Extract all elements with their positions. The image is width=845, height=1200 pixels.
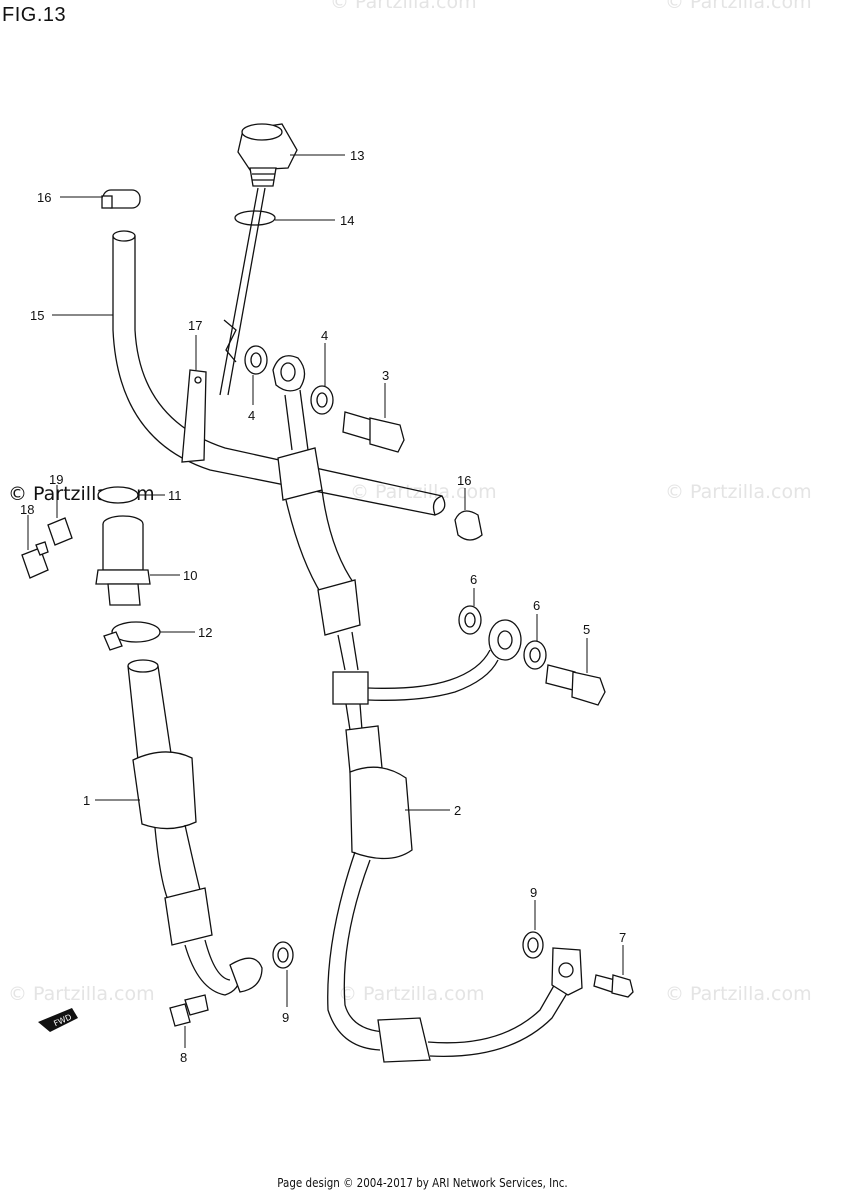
- callout-16-upper: 16: [37, 190, 51, 205]
- part-19-washer: [47, 517, 73, 546]
- callout-12: 12: [198, 625, 212, 640]
- part-16-clamp-lower: [454, 510, 483, 541]
- watermarks: © Partzilla.com © Partzilla.com © Partzi…: [8, 0, 812, 1005]
- part-8-bolt: [169, 994, 209, 1027]
- part-11-o-ring: [97, 486, 139, 504]
- fwd-arrow-icon: FWD: [38, 1008, 78, 1032]
- part-6-washer-left-hole: [464, 612, 476, 628]
- part-16-clamp-upper: [101, 189, 141, 209]
- part-10-union: [95, 515, 151, 606]
- callout-4-right: 4: [321, 328, 328, 343]
- watermark-bottom-right: © Partzilla.com: [665, 983, 812, 1005]
- part-7-bolt: [593, 974, 634, 998]
- callout-5: 5: [583, 622, 590, 637]
- callout-8: 8: [180, 1050, 187, 1065]
- callout-3: 3: [382, 368, 389, 383]
- callout-10: 10: [183, 568, 197, 583]
- part-9-washer-right-hole: [527, 937, 539, 953]
- part-4-washer-left-hole: [250, 352, 262, 368]
- callout-17: 17: [188, 318, 202, 333]
- callout-18: 18: [20, 502, 34, 517]
- watermark-bottom-center: © Partzilla.com: [338, 983, 485, 1005]
- callout-9-right: 9: [530, 885, 537, 900]
- watermark-top-center: © Partzilla.com: [330, 0, 477, 13]
- leader-lines: [27, 154, 624, 1048]
- part-18-fitting: [21, 541, 49, 579]
- part-2-oil-hose: [272, 355, 583, 1063]
- callout-4-left: 4: [248, 408, 255, 423]
- callout-6-right: 6: [533, 598, 540, 613]
- part-5-bolt: [545, 664, 606, 706]
- part-3-bolt: [342, 411, 405, 453]
- part-6-washer-right-hole: [529, 647, 541, 663]
- dipstick-level: [223, 319, 237, 363]
- part-14-o-ring: [234, 210, 276, 226]
- part-15-breather-hose: [112, 230, 446, 516]
- callout-19: 19: [49, 472, 63, 487]
- part-13-cap: [237, 123, 298, 187]
- page-footer: Page design © 2004-2017 by ARI Network S…: [277, 1176, 568, 1190]
- part-4-washer-right-hole: [316, 392, 328, 408]
- callout-7: 7: [619, 930, 626, 945]
- part-9-washer-left-hole: [277, 947, 289, 963]
- callout-6-left: 6: [470, 572, 477, 587]
- callout-2: 2: [454, 803, 461, 818]
- callout-1: 1: [83, 793, 90, 808]
- watermark-bottom-left: © Partzilla.com: [8, 983, 155, 1005]
- part-12-clamp: [103, 621, 161, 651]
- callout-14: 14: [340, 213, 354, 228]
- part-17-bracket: [181, 369, 207, 463]
- watermark-top-right: © Partzilla.com: [665, 0, 812, 13]
- callout-13: 13: [350, 148, 364, 163]
- callout-11: 11: [168, 488, 182, 503]
- callout-15: 15: [30, 308, 44, 323]
- figure-title: FIG.13: [2, 4, 67, 26]
- callout-9-left: 9: [282, 1010, 289, 1025]
- watermark-mid-right: © Partzilla.com: [665, 481, 812, 503]
- callouts: 13 14 16 15 17 4 4 3 16 6 6 5 11 19 18 1…: [20, 148, 626, 1065]
- callout-16-lower: 16: [457, 473, 471, 488]
- part-1-oil-hose: [127, 659, 263, 996]
